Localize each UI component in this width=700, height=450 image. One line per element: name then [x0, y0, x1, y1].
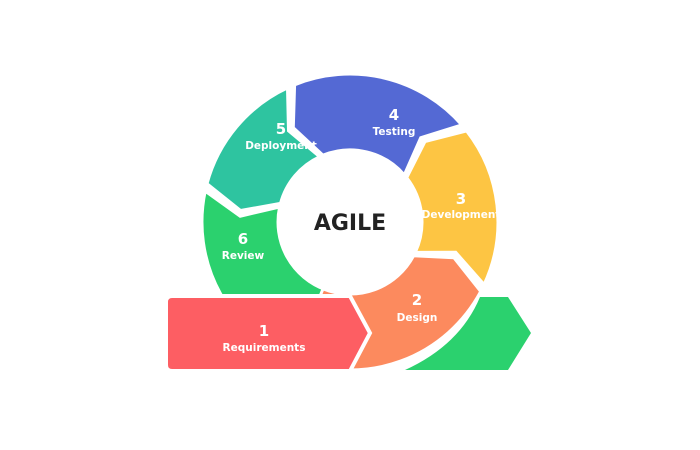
stage-1-requirements-bar: [164, 294, 373, 373]
exit-arrow: [405, 297, 531, 370]
stage-6-label: Review: [222, 250, 265, 262]
stage-6-number: 6: [238, 230, 248, 248]
center-label: AGILE: [314, 211, 386, 236]
stage-1-label: Requirements: [223, 342, 306, 354]
stage-3-label: Development: [422, 209, 501, 221]
stage-2-number: 2: [412, 291, 422, 309]
stage-4-label: Testing: [373, 126, 416, 138]
stage-4-number: 4: [389, 106, 399, 124]
stage-5-label: Deployment: [245, 140, 317, 152]
stage-2-label: Design: [397, 312, 438, 324]
stage-3-number: 3: [456, 190, 466, 208]
stage-5-number: 5: [276, 120, 286, 138]
stage-1-number: 1: [259, 322, 269, 340]
center-circle: [277, 149, 423, 295]
